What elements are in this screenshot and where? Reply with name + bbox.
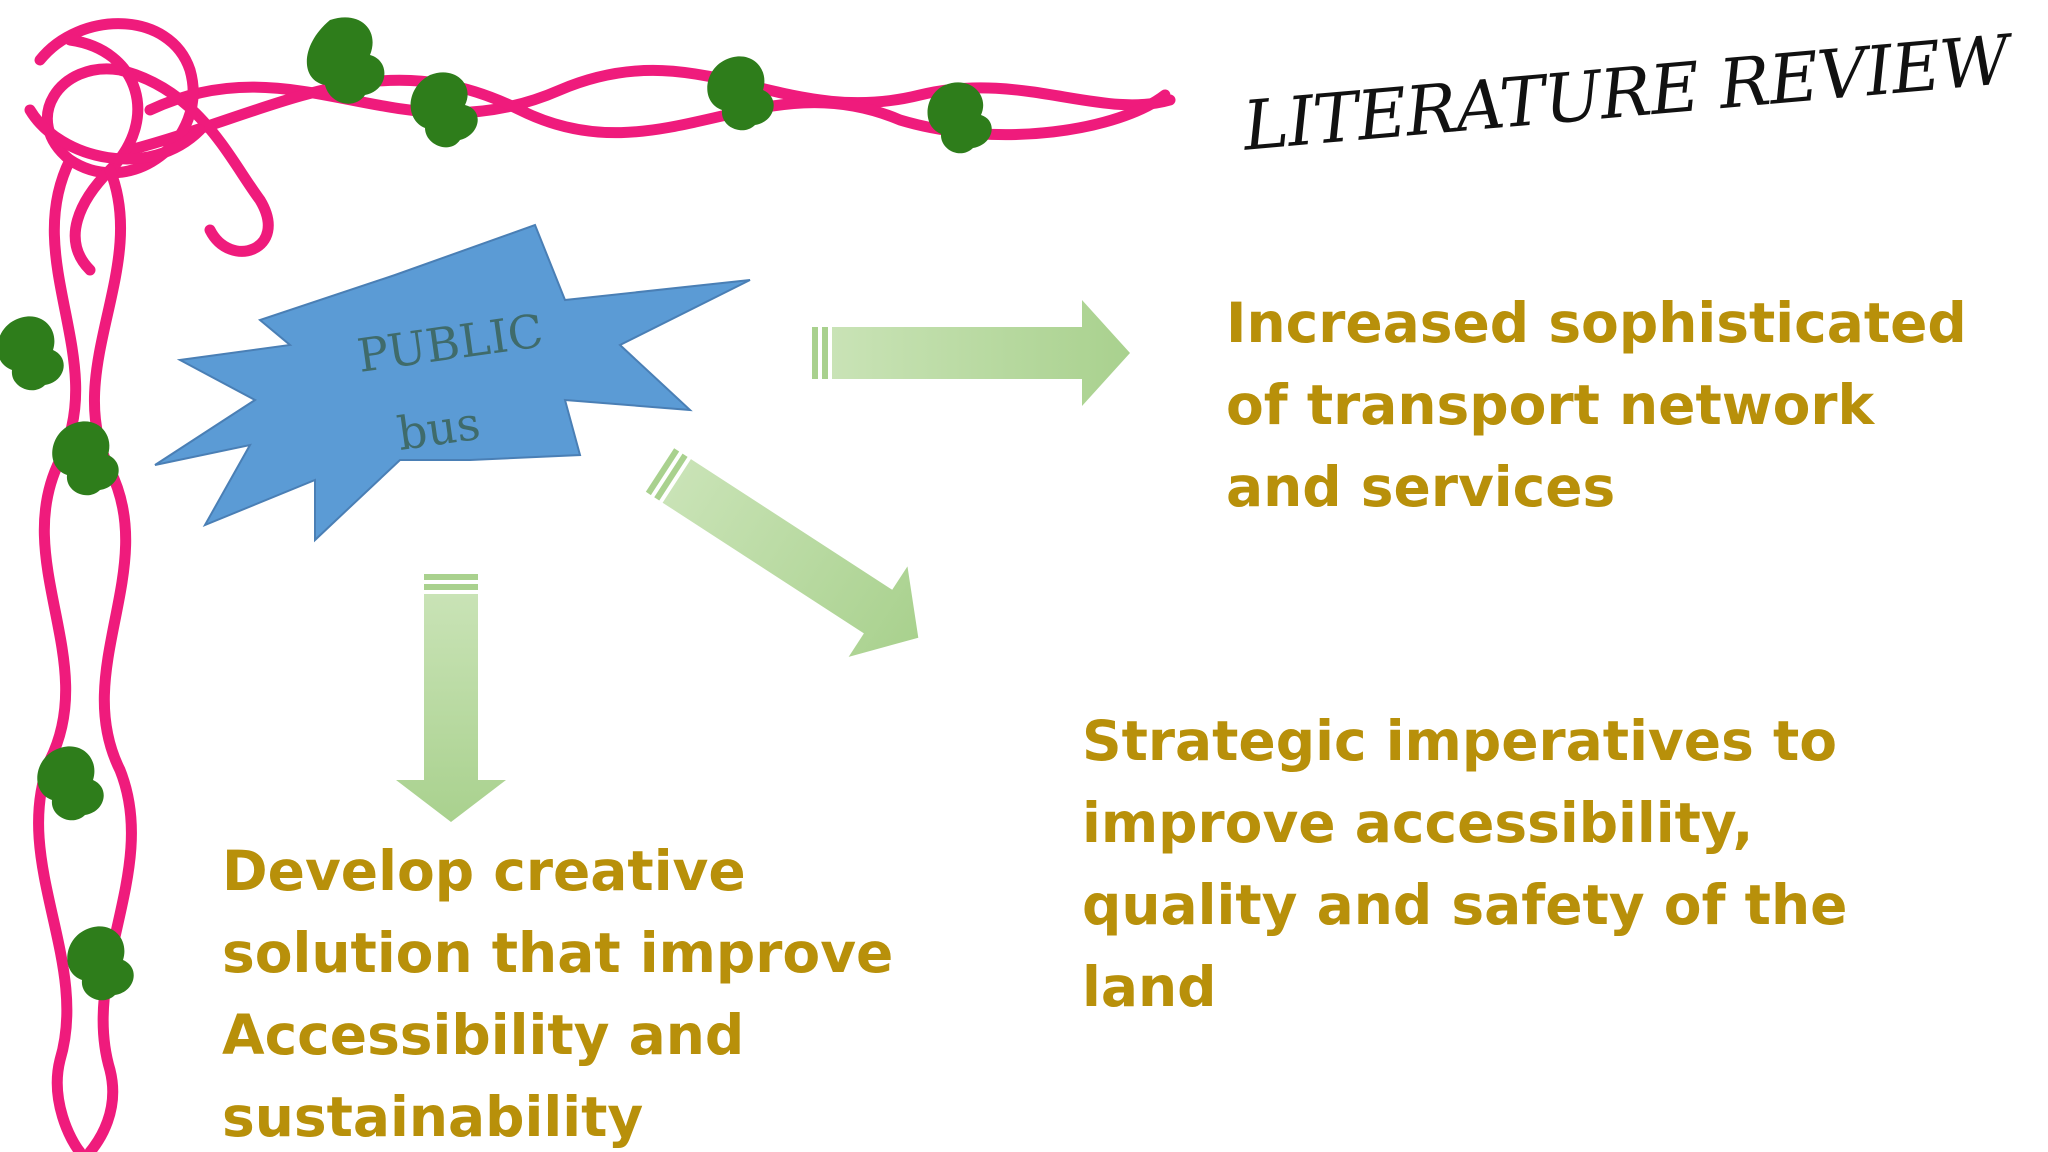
vine-leaves [0,17,992,1001]
burst-label-bus: bus [394,396,483,461]
text-line: solution that improve [222,921,894,985]
text-line: sustainability [222,1085,644,1149]
arrow-right [812,300,1130,406]
text-line: land [1082,955,1217,1019]
public-bus-burst: PUBLIC bus [154,223,751,543]
arrow-diagonal [645,448,919,657]
text-line: of transport network [1226,373,1875,437]
text-block-develop: Develop creative solution that improve A… [222,830,893,1152]
vine-lines [24,18,1176,1152]
text-block-network: Increased sophisticated of transport net… [1226,282,1967,528]
text-line: and services [1226,455,1616,519]
text-line: improve accessibility, [1082,791,1754,855]
text-line: Develop creative [222,839,746,903]
text-line: Increased sophisticated [1226,291,1967,355]
text-line: Strategic imperatives to [1082,709,1838,773]
arrow-down [396,574,506,822]
burst-shape [154,223,751,543]
text-line: quality and safety of the [1082,873,1848,937]
text-block-strategic: Strategic imperatives to improve accessi… [1082,700,1847,1028]
text-line: Accessibility and [222,1003,745,1067]
